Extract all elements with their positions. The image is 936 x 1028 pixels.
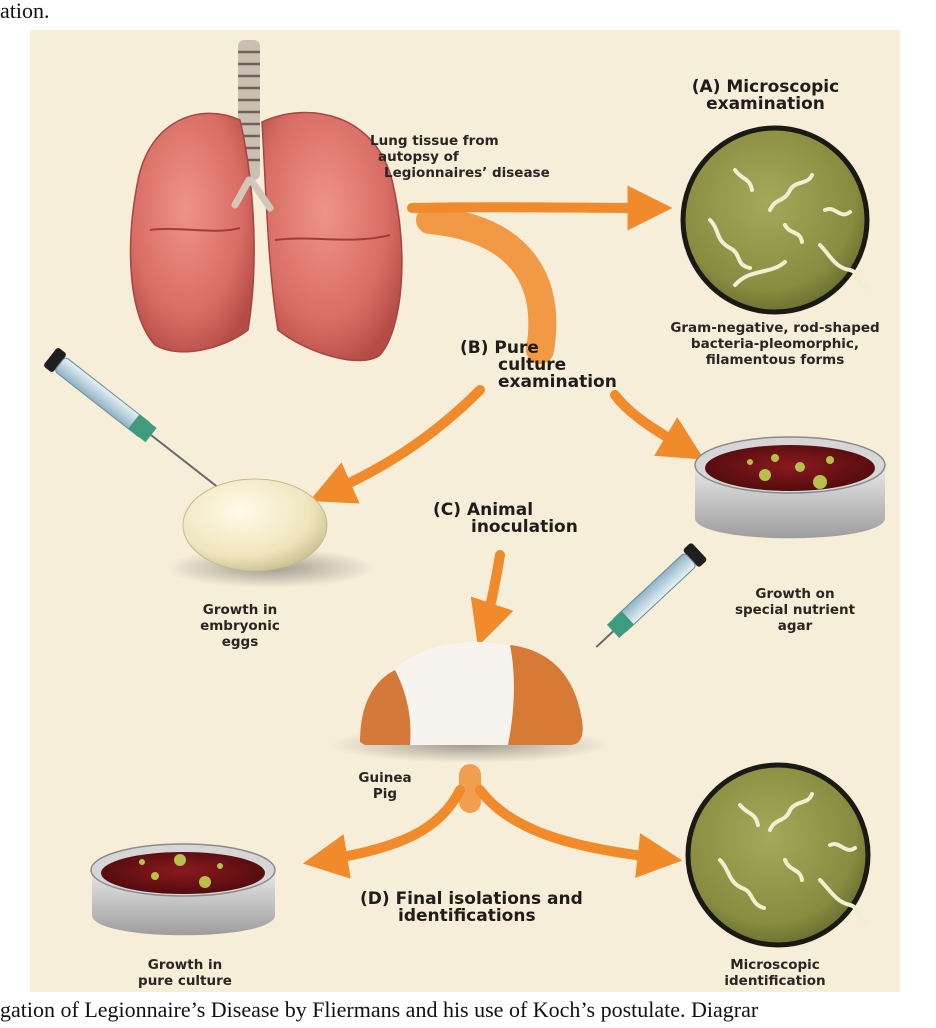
arrow-culture-to-egg bbox=[309, 385, 485, 504]
pure-culture-label: Growth in pure culture bbox=[138, 957, 232, 989]
guinea-pig-label: Guinea Pig bbox=[358, 770, 412, 802]
syringe-icon-eggs bbox=[44, 348, 218, 487]
arrow-to-pure-culture bbox=[302, 785, 465, 879]
guinea-pig-illustration bbox=[330, 641, 610, 763]
lung-tissue-label: Lung tissue from autopsy of Legionnaires… bbox=[370, 133, 550, 181]
figure-caption: gation of Legionnaire’s Disease by Flier… bbox=[0, 997, 759, 1022]
flow-arrows bbox=[302, 185, 705, 879]
microscope-view-a bbox=[680, 125, 870, 315]
agar-label: Growth on special nutrient agar bbox=[734, 586, 856, 634]
microscopic-identification-label: Microscopic identification bbox=[724, 957, 826, 989]
step-b-heading: (B) Pure culture examination bbox=[460, 338, 617, 392]
step-a-heading: (A) Microscopic examination bbox=[691, 77, 840, 114]
arrow-lung-to-culture bbox=[416, 206, 557, 364]
figure-artwork bbox=[44, 40, 886, 948]
step-d-heading: (D) Final isolations and identifications bbox=[360, 889, 583, 926]
page-text-fragment: ation. bbox=[0, 0, 50, 23]
arrow-lung-to-microscope bbox=[407, 185, 673, 231]
step-a-caption: Gram-negative, rod-shaped bacteria-pleom… bbox=[670, 320, 880, 368]
syringe-icon-guinea-pig bbox=[595, 543, 707, 648]
egg-illustration bbox=[165, 478, 375, 588]
microscope-view-b bbox=[685, 762, 871, 948]
step-c-heading: (C) Animal inoculation bbox=[433, 500, 578, 537]
petri-dish-agar bbox=[694, 436, 886, 539]
arrow-to-guinea-pig bbox=[470, 550, 514, 647]
koch-postulate-figure: Lung tissue from autopsy of Legionnaires… bbox=[30, 30, 900, 992]
lung-illustration bbox=[129, 40, 403, 362]
eggs-label: Growth in embryonic eggs bbox=[200, 602, 280, 650]
arrow-to-microscopic-identification bbox=[475, 785, 683, 878]
petri-dish-pure-culture bbox=[90, 843, 276, 936]
arrow-culture-to-agar bbox=[610, 390, 705, 460]
